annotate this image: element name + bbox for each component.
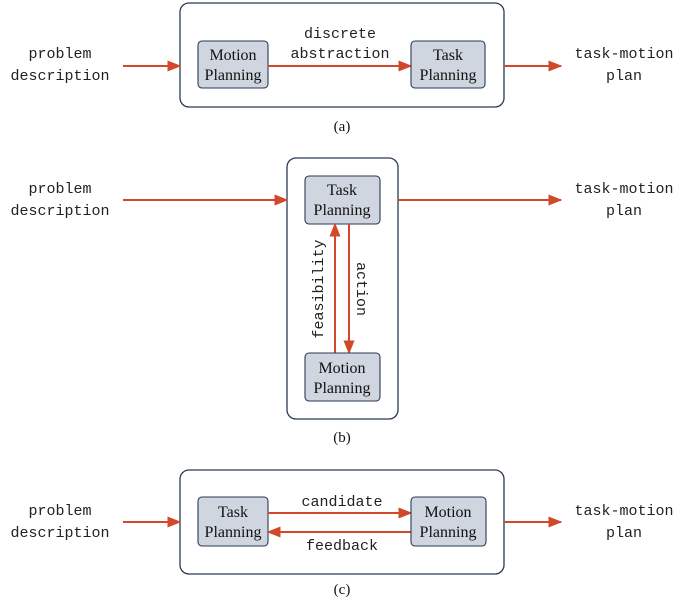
panel-b-output-label-line1: task-motion [574,181,673,198]
panel-a-caption: (a) [334,119,351,135]
panel-c-input-label-line2: description [10,525,109,542]
panel-a-edge-label-line1: discrete [304,26,376,43]
panel-a-output-label-line2: plan [606,68,642,85]
panel-a-edge-label-line2: abstraction [290,46,389,63]
panel-b-motion-node-line2: Planning [314,380,371,397]
panel-c-motion-node-line2: Planning [420,524,477,541]
panel-a-motion-planning-node: Motion Planning [197,40,269,89]
panel-b-output-label-line2: plan [606,203,642,220]
panel-c-task-node-line1: Task [218,504,248,521]
panel-c: problem description Task Planning candid… [10,469,674,598]
panel-b-caption: (b) [333,430,351,446]
panel-b-feasibility-label: feasibility [311,239,328,338]
panel-b-input-label-line1: problem [28,181,91,198]
panel-b-motion-planning-node: Motion Planning [304,352,381,402]
panel-b: problem description Task Planning feasib… [10,157,674,446]
panel-a-task-node-line1: Task [433,47,463,64]
panel-a-motion-node-line2: Planning [205,67,262,84]
panel-a-output-label-line1: task-motion [574,46,673,63]
panel-a-input-label-line2: description [10,68,109,85]
panel-a: problem description Motion Planning disc… [10,2,674,135]
panel-c-motion-planning-node: Motion Planning [410,496,487,547]
panel-b-task-node-line2: Planning [314,202,371,219]
panel-b-motion-node-line1: Motion [318,360,365,377]
panel-a-task-planning-node: Task Planning [410,40,486,89]
panel-b-input-label-line2: description [10,203,109,220]
panel-c-motion-node-line1: Motion [424,504,471,521]
panel-a-motion-node-line1: Motion [209,47,256,64]
panel-b-task-planning-node: Task Planning [304,175,381,225]
panel-c-task-node-line2: Planning [205,524,262,541]
panel-c-feedback-label: feedback [306,538,378,555]
panel-c-task-planning-node: Task Planning [197,496,269,547]
panel-a-task-node-line2: Planning [420,67,477,84]
panel-b-action-label: action [352,262,369,316]
panel-a-input-label-line1: problem [28,46,91,63]
panel-c-input-label-line1: problem [28,503,91,520]
panel-c-candidate-label: candidate [301,494,382,511]
panel-c-output-label-line2: plan [606,525,642,542]
panel-b-task-node-line1: Task [327,182,357,199]
panel-c-output-label-line1: task-motion [574,503,673,520]
panel-c-caption: (c) [334,582,351,598]
